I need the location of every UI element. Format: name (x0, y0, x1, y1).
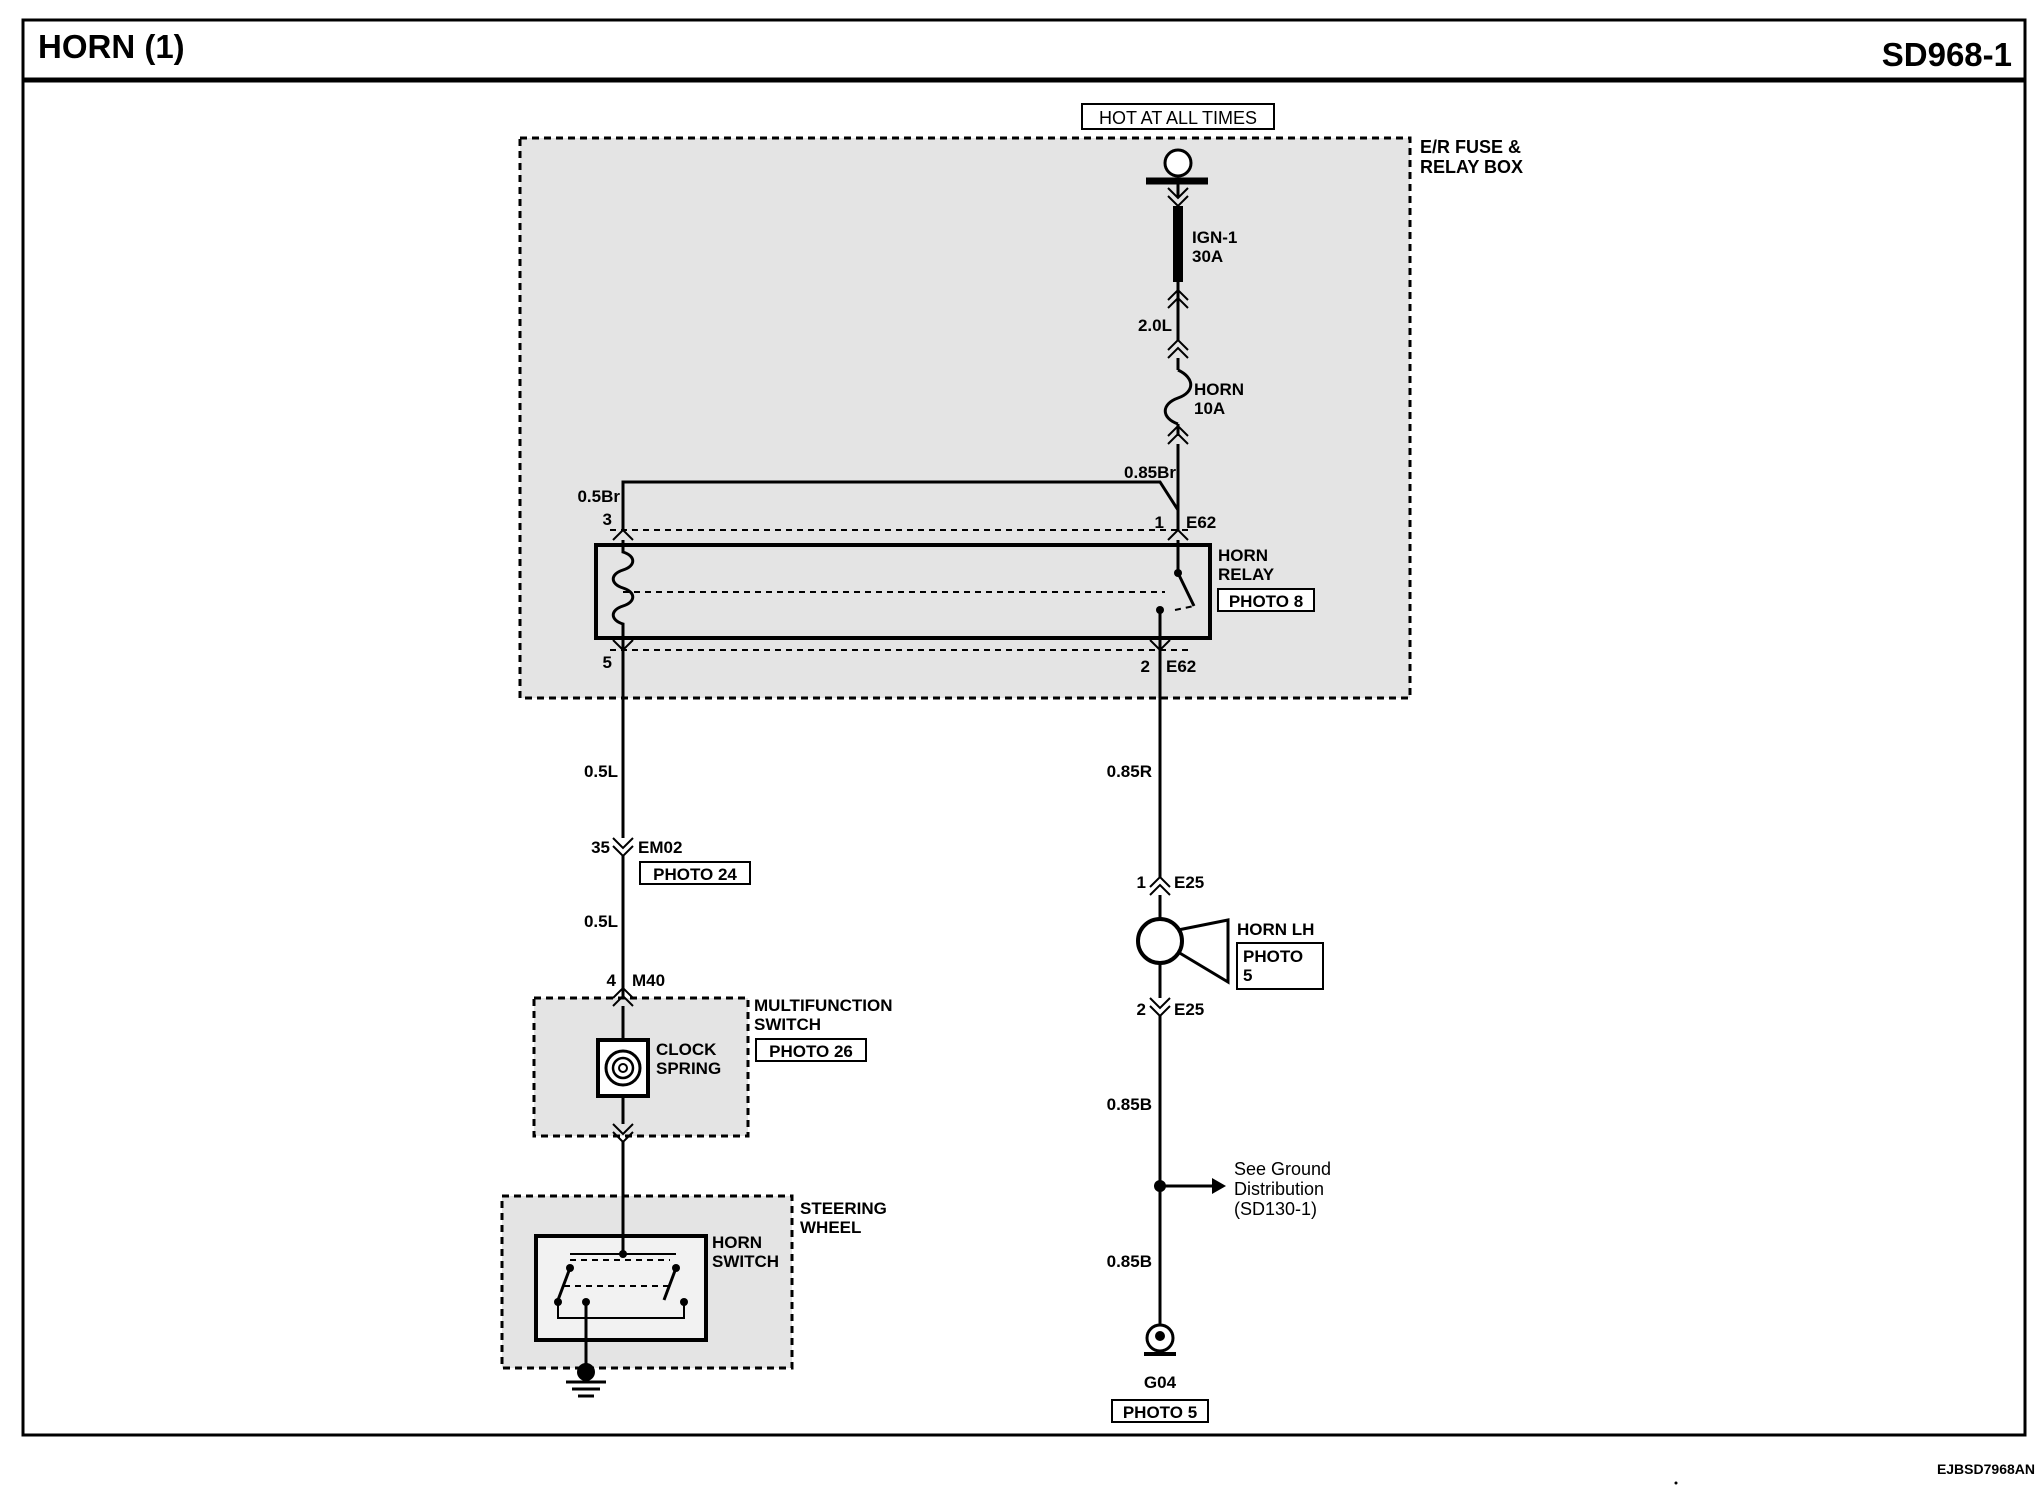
ground-g04-icon (1144, 1323, 1176, 1356)
steering-wheel-outline (500, 1194, 794, 1370)
ground-note-3: (SD130-1) (1234, 1199, 1317, 1219)
multifunction-switch-label-1: MULTIFUNCTION (754, 996, 893, 1015)
horn-pin-top: 1 (1137, 873, 1146, 892)
horn-lh-photo-box (1236, 942, 1324, 990)
relay-pin-3: 3 (603, 510, 612, 529)
page-code: SD968-1 (1882, 36, 2012, 73)
power-source-box (1081, 103, 1275, 130)
clock-spring-icon (596, 1038, 650, 1098)
multifunction-switch-photo-box (755, 1038, 867, 1062)
wire-085B-b: 0.85B (1107, 1252, 1152, 1271)
multifunction-switch-photo: PHOTO 26 (769, 1042, 853, 1061)
em02-photo-box (639, 861, 751, 885)
fuse-relay-box-shade (520, 138, 1410, 698)
multifunction-switch-outline (532, 996, 750, 1138)
relay-photo: PHOTO 8 (1229, 592, 1303, 611)
horn-pin-bottom: 2 (1137, 1000, 1146, 1019)
multifunction-switch-label-2: SWITCH (754, 1015, 821, 1034)
wire-05L-a: 0.5L (584, 762, 618, 781)
wire-085R: 0.85R (1107, 762, 1152, 781)
relay-photo-box (1217, 588, 1315, 612)
chassis-ground-icon (566, 1363, 606, 1398)
fuse-relay-box-label-1: E/R FUSE & (1420, 137, 1521, 157)
fuse-ign-label-1: IGN-1 (1192, 228, 1237, 247)
relay-pin-2: 2 (1141, 657, 1150, 676)
em02-name: EM02 (638, 838, 682, 857)
relay-pin-1: 1 (1155, 513, 1164, 532)
clock-spring-label-2: SPRING (656, 1059, 721, 1078)
horn-conn-bottom: E25 (1174, 1000, 1204, 1019)
wire-2-0L: 2.0L (1138, 316, 1172, 335)
steering-wheel-label-2: WHEEL (800, 1218, 861, 1237)
page-frame (21, 18, 2027, 1437)
wire-085B-a: 0.85B (1107, 1095, 1152, 1114)
horn-conn-top: E25 (1174, 873, 1204, 892)
wire-085Br: 0.85Br (1124, 463, 1176, 482)
relay-conn-bottom: E62 (1166, 657, 1196, 676)
horn-switch-label-2: SWITCH (712, 1252, 779, 1271)
ground-g04-photo-box (1111, 1399, 1209, 1423)
ground-g04-photo: PHOTO 5 (1123, 1403, 1197, 1422)
power-source-label: HOT AT ALL TIMES (1099, 108, 1257, 128)
steering-wheel-label-1: STEERING (800, 1199, 887, 1218)
scan-speck (1674, 1481, 1678, 1485)
power-terminal-icon (1146, 148, 1208, 185)
wire-05Br: 0.5Br (577, 487, 620, 506)
horn-relay (594, 528, 1212, 652)
footer-ref: EJBSD7968AN (1937, 1461, 2035, 1477)
m40-name: M40 (632, 971, 665, 990)
horn-circuit-wire (1149, 650, 1226, 1326)
horn-switch-label-1: HORN (712, 1233, 762, 1252)
relay-label-2: RELAY (1218, 565, 1275, 584)
clock-spring-label-1: CLOCK (656, 1040, 717, 1059)
em02-pin: 35 (591, 838, 610, 857)
ground-note-1: See Ground (1234, 1159, 1331, 1179)
wire-05L-b: 0.5L (584, 912, 618, 931)
ground-g04-name: G04 (1144, 1373, 1177, 1392)
fuse-relay-box-label-2: RELAY BOX (1420, 157, 1523, 177)
fuse-relay-box-outline (518, 136, 1412, 700)
horn-lh-icon (1136, 917, 1230, 985)
relay-conn-top: E62 (1186, 513, 1216, 532)
fuse-horn-label-1: HORN (1194, 380, 1244, 399)
horn-lh-photo-1: PHOTO (1243, 947, 1303, 966)
fuse-horn-label-2: 10A (1194, 399, 1225, 418)
page-title: HORN (1) (38, 28, 185, 65)
supply-wire (621, 181, 1193, 530)
horn-lh-photo-2: 5 (1243, 966, 1252, 985)
switch-circuit-wire (612, 650, 634, 1250)
relay-pin-5: 5 (603, 653, 612, 672)
relay-label-1: HORN (1218, 546, 1268, 565)
horn-lh-label: HORN LH (1237, 920, 1314, 939)
m40-pin: 4 (607, 971, 617, 990)
horn-switch-icon (534, 1234, 708, 1366)
fuse-ign-label-2: 30A (1192, 247, 1223, 266)
em02-photo: PHOTO 24 (653, 865, 737, 884)
ground-note-2: Distribution (1234, 1179, 1324, 1199)
